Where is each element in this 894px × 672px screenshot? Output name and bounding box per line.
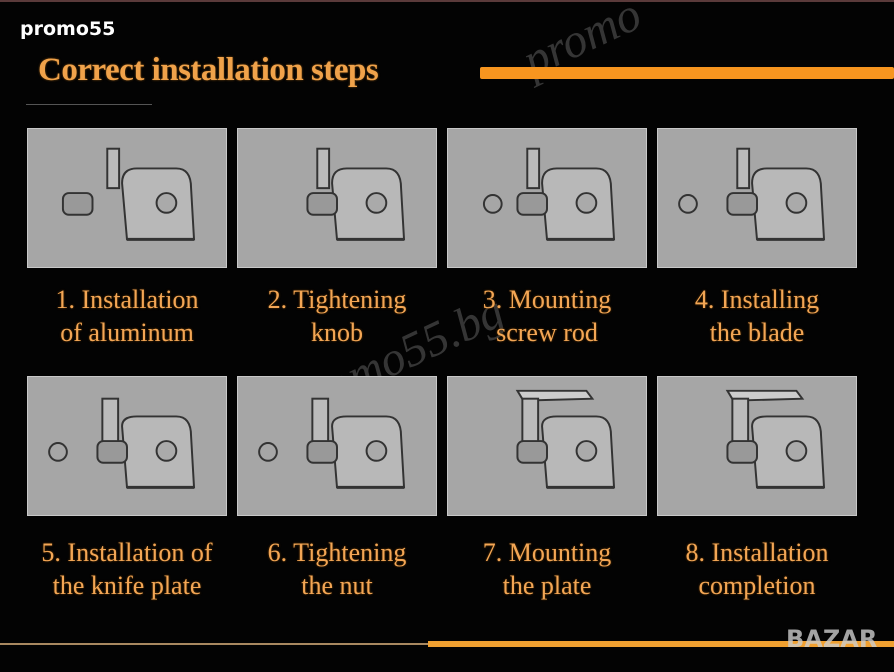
step-label-line2: the blade [709, 318, 805, 347]
step-label-6: 6. Tightening the nut [227, 536, 447, 602]
step-label-8: 8. Installation completion [647, 536, 867, 602]
step-label-2: 2. Tightening knob [227, 283, 447, 349]
step-label-line1: 7. Mounting [482, 538, 612, 567]
step-label-line2: knob [311, 318, 363, 347]
step-illustration-3 [447, 128, 647, 268]
step-label-line1: 3. Mounting [482, 285, 612, 314]
bazar-logo: BAZAR [786, 625, 878, 653]
step-label-line2: completion [698, 571, 816, 600]
title-accent-bar [480, 67, 894, 79]
step-illustration-8 [657, 376, 857, 516]
step-label-line1: 4. Installing [694, 285, 820, 314]
step-label-line2: of aluminum [60, 318, 194, 347]
step-label-line2: the plate [502, 571, 592, 600]
step-illustration-1 [27, 128, 227, 268]
step-label-line2: the knife plate [52, 571, 202, 600]
page-title: Correct installation steps [38, 52, 379, 88]
step-label-5: 5. Installation of the knife plate [17, 536, 237, 602]
step-label-1: 1. Installation of aluminum [17, 283, 237, 349]
step-label-line2: screw rod [496, 318, 598, 347]
step-label-line1: 6. Tightening [267, 538, 407, 567]
step-label-line1: 8. Installation [685, 538, 829, 567]
divider [26, 104, 152, 105]
step-label-7: 7. Mounting the plate [437, 536, 657, 602]
step-illustration-6 [237, 376, 437, 516]
top-border [0, 0, 894, 2]
step-illustration-5 [27, 376, 227, 516]
step-label-line1: 1. Installation [55, 285, 199, 314]
step-label-3: 3. Mounting screw rod [437, 283, 657, 349]
step-label-line1: 2. Tightening [267, 285, 407, 314]
step-illustration-7 [447, 376, 647, 516]
brand-label: promo55 [20, 18, 116, 40]
bottom-line [0, 643, 428, 645]
bottom-accent-bar [428, 641, 894, 647]
step-illustration-4 [657, 128, 857, 268]
step-label-line1: 5. Installation of [41, 538, 213, 567]
step-label-4: 4. Installing the blade [647, 283, 867, 349]
step-illustration-2 [237, 128, 437, 268]
step-label-line2: the nut [301, 571, 373, 600]
